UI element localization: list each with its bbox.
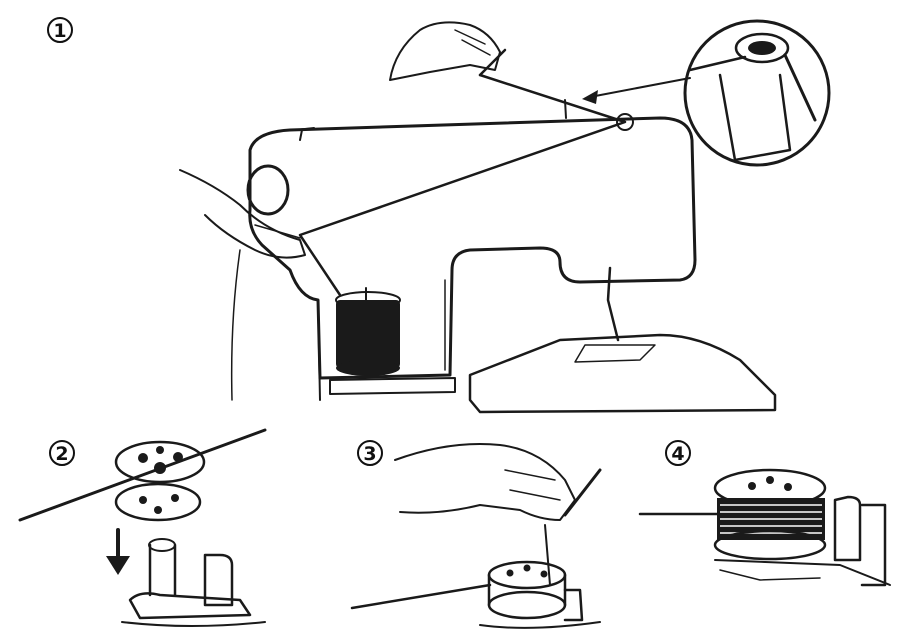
sewing-machine	[248, 100, 775, 412]
step-1-panel: 1	[48, 18, 829, 412]
thread-path	[232, 50, 625, 400]
step-2-panel: 2	[20, 430, 265, 626]
step-4-marker: 4	[666, 441, 690, 465]
winder-spindle	[122, 539, 265, 626]
step-3-panel: 3	[352, 441, 600, 628]
thread-line	[352, 585, 490, 608]
step-4-number: 4	[671, 443, 684, 465]
step-2-number: 2	[55, 443, 68, 465]
hand-with-thread	[395, 444, 600, 520]
bobbin-bottom	[116, 484, 200, 520]
step-1-marker: 1	[48, 18, 72, 42]
thread-spool	[336, 288, 400, 376]
detail-inset	[685, 21, 829, 165]
full-bobbin	[715, 470, 825, 559]
step-1-number: 1	[53, 20, 66, 42]
bobbin-top	[116, 442, 204, 482]
bobbin-on-spindle	[480, 562, 600, 628]
step-4-panel: 4	[640, 441, 890, 585]
pointer-arrow	[582, 78, 690, 104]
step-3-number: 3	[363, 443, 376, 465]
down-arrow	[106, 530, 130, 575]
step-2-marker: 2	[50, 441, 74, 465]
step-3-marker: 3	[358, 441, 382, 465]
